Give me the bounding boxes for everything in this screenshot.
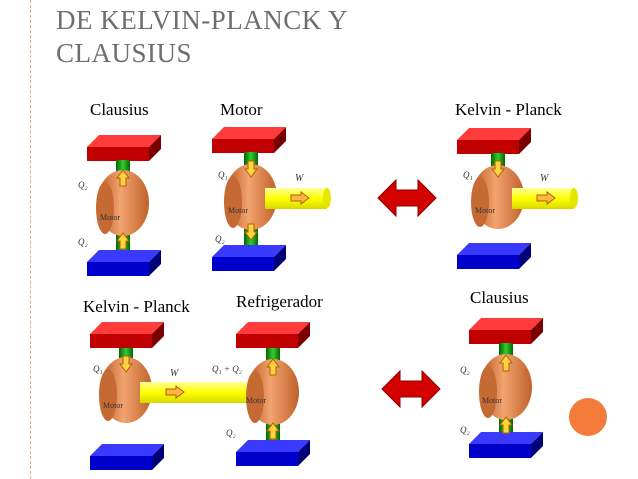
cold-reservoir: [236, 440, 310, 466]
engine-label: Motor: [246, 396, 266, 405]
q2-symbol: Q₂: [215, 234, 225, 244]
hot-reservoir: [236, 322, 310, 348]
work-symbol: W: [295, 173, 305, 184]
slide-border: [0, 0, 31, 479]
hot-reservoir: [469, 318, 543, 344]
decorative-circle-icon: [569, 398, 607, 436]
cold-reservoir: [90, 444, 164, 470]
label-bottom-refrigerador: Refrigerador: [236, 292, 323, 311]
q1-plus-q2-symbol: Q₁ + Q₂: [212, 364, 242, 374]
q2-symbol: Q₂: [226, 428, 236, 438]
device-bottom-kelvin-planck: Motor Q₁ W: [90, 322, 252, 470]
device-bottom-clausius: Motor Q₂ Q₂: [460, 318, 543, 458]
engine-label: Motor: [100, 213, 120, 222]
cold-reservoir: [457, 243, 531, 269]
device-top-clausius: Motor Q₂ Q₂: [78, 135, 161, 276]
q2-symbol: Q₂: [78, 180, 88, 190]
q2-symbol: Q₂: [78, 237, 88, 247]
label-top-kelvin-planck: Kelvin - Planck: [455, 100, 562, 119]
q1-symbol: Q₁: [463, 170, 473, 180]
engine-label: Motor: [228, 206, 248, 215]
cold-reservoir: [87, 250, 161, 276]
equivalence-arrow-icon: [381, 369, 441, 409]
q2-symbol: Q₂: [460, 425, 470, 435]
work-symbol: W: [170, 368, 180, 379]
hot-reservoir: [90, 322, 164, 348]
equivalence-arrow-icon: [377, 178, 437, 218]
label-top-motor: Motor: [220, 100, 263, 119]
hot-reservoir: [87, 135, 161, 161]
title-line-1: DE KELVIN-PLANCK Y: [56, 5, 348, 35]
work-symbol: W: [540, 173, 550, 184]
engine-cylinder: [479, 354, 532, 420]
device-top-motor: Motor Q₁ Q₂ W: [212, 127, 331, 271]
engine-cylinder: [99, 357, 152, 423]
engine-cylinder: [96, 170, 149, 236]
q1-symbol: Q₁: [218, 170, 228, 180]
work-transfer-bar: [140, 382, 252, 403]
engine-cylinder: [471, 165, 524, 229]
q2-symbol: Q₂: [460, 365, 470, 375]
engine-cylinder: [224, 164, 277, 230]
engine-cylinder: [246, 359, 299, 425]
title-line-2: CLAUSIUS: [56, 38, 193, 68]
cold-reservoir: [212, 245, 286, 271]
cold-reservoir: [469, 432, 543, 458]
engine-label: Motor: [103, 401, 123, 410]
slide-title: DE KELVIN-PLANCK Y CLAUSIUS: [56, 4, 348, 70]
hot-reservoir: [212, 127, 286, 153]
label-bottom-clausius: Clausius: [470, 288, 529, 307]
label-bottom-kelvin-planck: Kelvin - Planck: [83, 297, 190, 316]
engine-label: Motor: [475, 206, 495, 215]
q1-symbol: Q₁: [93, 364, 103, 374]
hot-reservoir: [457, 128, 531, 154]
device-bottom-refrigerador: Motor Q₁ + Q₂ Q₂: [212, 322, 310, 466]
label-top-clausius: Clausius: [90, 100, 149, 119]
engine-label: Motor: [482, 396, 502, 405]
device-top-kelvin-planck: Motor Q₁ W: [457, 128, 578, 269]
